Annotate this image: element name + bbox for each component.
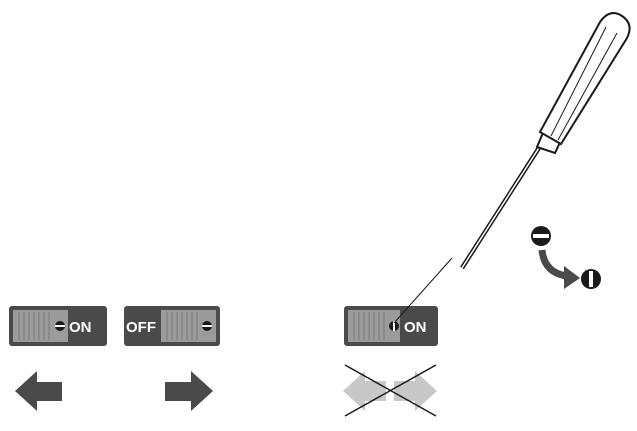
screw-slot-vertical-icon xyxy=(389,321,399,331)
arrow-right-icon xyxy=(165,371,213,411)
screw-slot-icon xyxy=(202,321,212,331)
slot-horizontal-icon xyxy=(531,226,551,246)
switch-1-label: ON xyxy=(69,319,92,336)
rotate-arrow-icon xyxy=(531,226,601,289)
switch-off-right: OFF xyxy=(124,306,220,346)
switch-3-label: ON xyxy=(404,319,427,336)
pointer-line xyxy=(393,257,453,324)
double-arrow-crossed-icon xyxy=(343,364,437,417)
arrow-left-icon xyxy=(15,371,62,411)
switch-on-screwdriver: ON xyxy=(344,257,453,346)
cross-line xyxy=(344,364,437,417)
screwdriver-icon xyxy=(460,12,631,270)
screw-slot-icon xyxy=(55,321,65,331)
switch-on-left: ON xyxy=(9,306,107,346)
switch-2-label: OFF xyxy=(126,319,156,336)
slot-vertical-icon xyxy=(581,269,601,289)
